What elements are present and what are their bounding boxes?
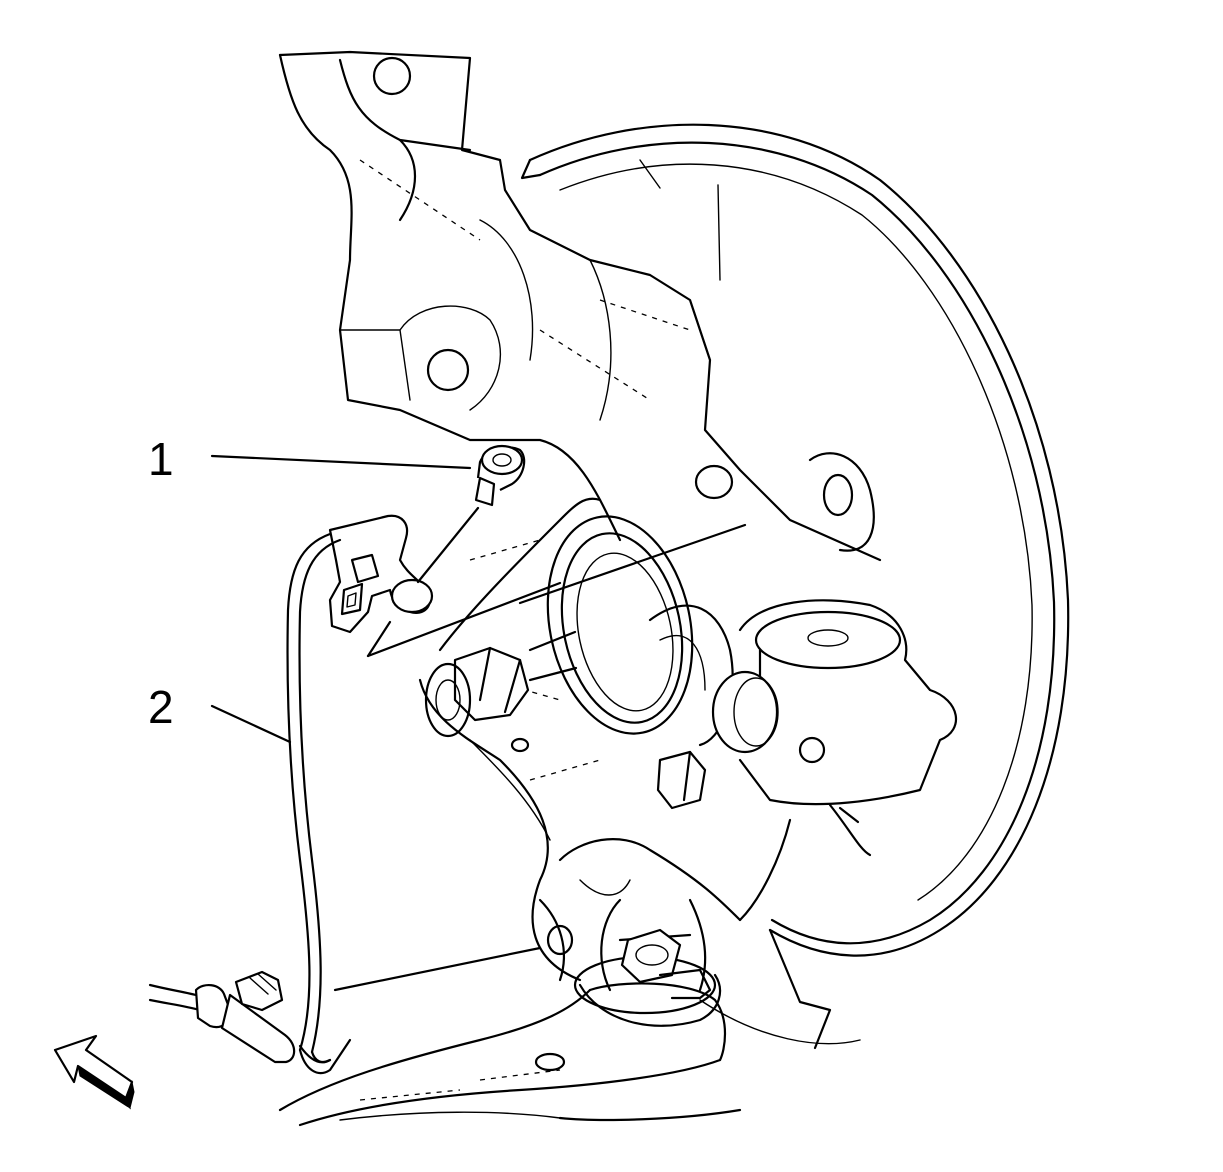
- lower-control-arm: [278, 982, 742, 1127]
- wheel-speed-sensor: [328, 514, 434, 634]
- callout-2-leader: [210, 704, 292, 744]
- knuckle-mounting-bolt: [424, 646, 707, 810]
- brake-rotor: [520, 123, 1070, 1050]
- leader-lines: [210, 454, 747, 992]
- callout-label-1: 1: [148, 433, 174, 485]
- steering-knuckle: [278, 50, 882, 562]
- callout-label-2: 2: [148, 681, 174, 733]
- caliper-mount: [711, 599, 958, 857]
- sensor-bolt: [474, 444, 526, 507]
- front-direction-arrow-icon: [53, 1034, 135, 1110]
- harness-connector: [148, 970, 332, 1064]
- ball-joint: [573, 898, 722, 1027]
- callout-1-leader: [210, 454, 472, 470]
- knuckle-ear-upper: [694, 452, 875, 552]
- knuckle-lower-link: [538, 818, 792, 982]
- knuckle-lower-body: [418, 497, 602, 982]
